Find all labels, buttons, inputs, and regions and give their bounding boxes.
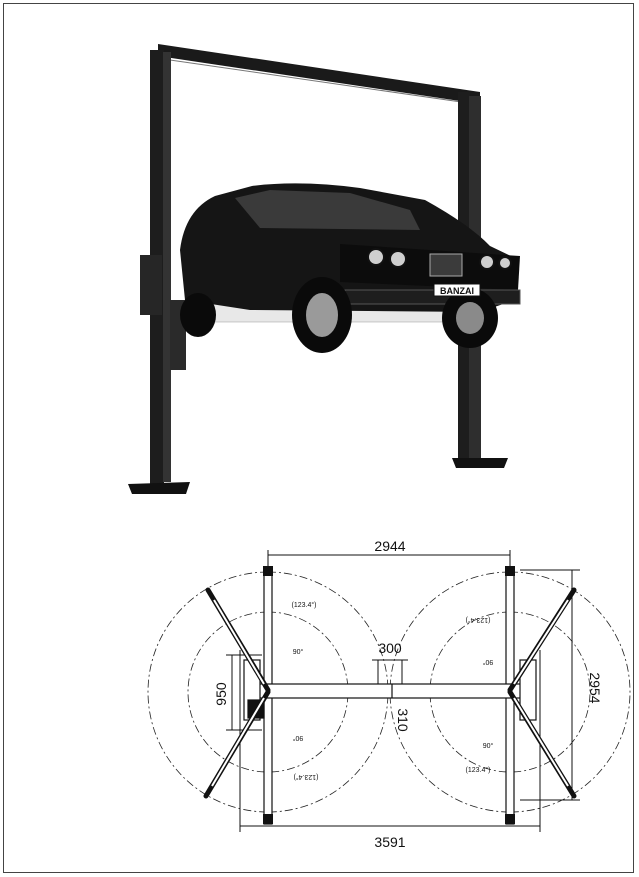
license-plate <box>433 283 481 297</box>
angle-label-bottom-right: 90° <box>483 742 494 750</box>
angle-label-bottom-left: 90° <box>293 734 304 742</box>
left-column <box>128 50 190 494</box>
license-plate-text: BANZAI <box>440 286 474 296</box>
plan-arms-inner <box>211 599 569 787</box>
dim-center-top: 300 <box>378 640 402 656</box>
dim-top-width: 2944 <box>374 538 405 554</box>
swing-label-bottom-right: (123.4°) <box>466 766 491 774</box>
swing-label-bottom-left: (123.4°) <box>294 773 319 781</box>
plan-base <box>243 659 537 721</box>
dim-left-height: 950 <box>213 682 229 706</box>
angle-label-top-right: 90° <box>483 658 494 666</box>
page-frame <box>3 3 634 873</box>
swing-label-top-right: (123.4°) <box>466 616 491 624</box>
dim-bottom-width: 3591 <box>374 834 405 850</box>
dim-right-height: 2954 <box>587 672 603 703</box>
angle-label-top-left: 90° <box>293 648 304 656</box>
car <box>180 183 521 353</box>
swing-label-top-left: (123.4°) <box>292 601 317 609</box>
dim-center-side: 310 <box>395 708 411 732</box>
overhead-beam <box>158 44 480 105</box>
